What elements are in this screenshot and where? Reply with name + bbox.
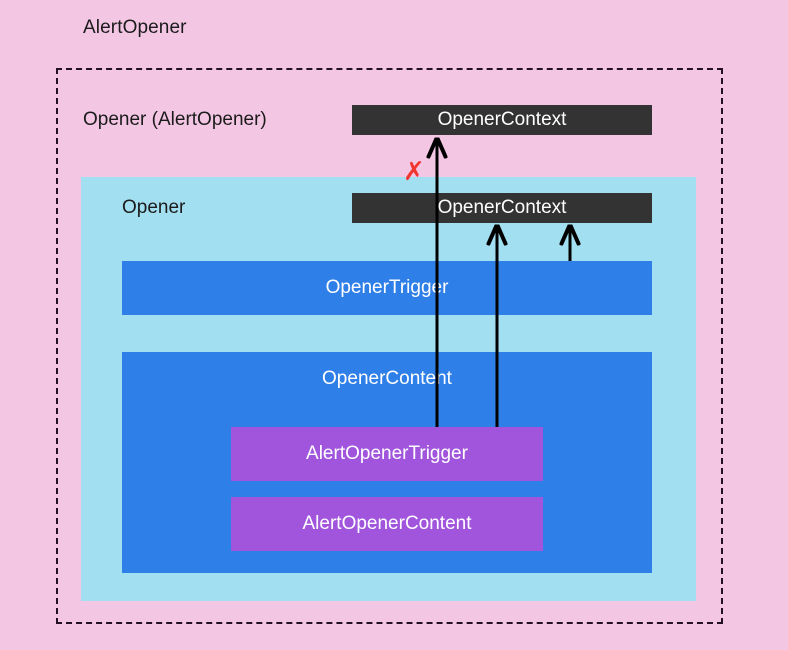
outer-group-label: Opener (AlertOpener) [83, 109, 267, 130]
node-opener-content-label: OpenerContent [322, 368, 452, 389]
node-alert-opener-trigger: AlertOpenerTrigger [231, 427, 543, 481]
outer-group-alertopener [56, 68, 723, 624]
context-bar-alertopener: OpenerContext [352, 105, 652, 135]
context-bar-opener: OpenerContext [352, 193, 652, 223]
node-opener-trigger: OpenerTrigger [122, 261, 652, 315]
page-title: AlertOpener [83, 17, 187, 38]
node-alert-opener-content: AlertOpenerContent [231, 497, 543, 551]
blocked-marker-icon: ✗ [403, 156, 425, 186]
inner-group-label: Opener [122, 197, 186, 218]
